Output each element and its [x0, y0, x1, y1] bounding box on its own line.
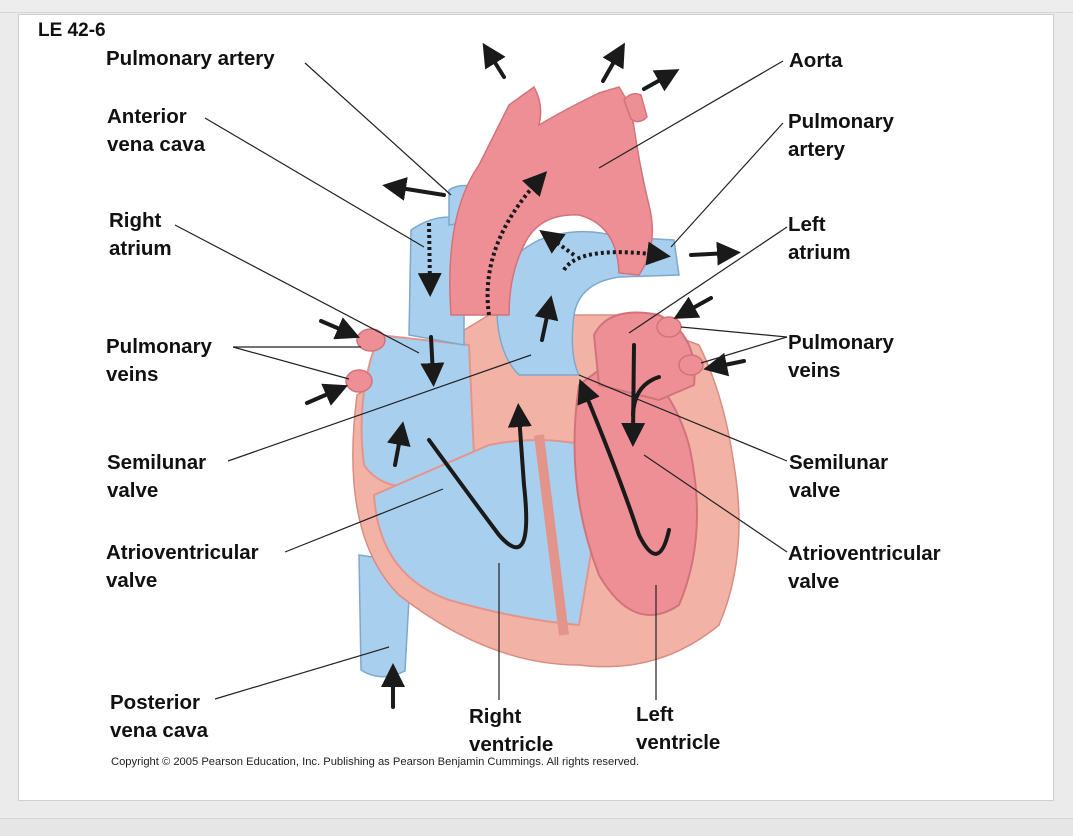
label-av-valve-right: Atrioventricular valve	[788, 542, 941, 593]
leader-aorta	[598, 60, 784, 169]
label-semilunar-valve-left: Semilunar valve	[107, 451, 207, 502]
pulmonary-vein-left-lower-shape	[345, 369, 373, 393]
copyright-notice: Copyright © 2005 Pearson Education, Inc.…	[111, 756, 640, 768]
pulmonary-vein-right-lower-shape	[678, 354, 704, 376]
label-left-atrium: Left atrium	[788, 213, 851, 264]
slide-id: LE 42-6	[38, 20, 106, 41]
flow-arrow-aorta-up-right	[642, 69, 680, 92]
flow-arrow-left-atrium-curve	[631, 375, 661, 417]
flow-arrow-right-ventricle-loop	[427, 403, 532, 550]
flow-arrow-aorta-up	[601, 42, 625, 83]
flow-arrow-right-atrium-small	[386, 421, 411, 467]
viewer-bottom-bar	[0, 818, 1073, 836]
leader-pulmonary-veins-right-a	[680, 326, 788, 338]
leader-av-right	[643, 454, 788, 553]
aorta-branch-shape	[623, 93, 648, 123]
dotted-flow-anterior-vena-cava	[417, 222, 442, 297]
label-pulmonary-veins-right: Pulmonary veins	[788, 331, 894, 382]
leader-pulmonary-veins-right-b	[700, 336, 788, 364]
flow-arrow-pulmonary-artery-out	[382, 177, 446, 201]
label-semilunar-valve-right: Semilunar valve	[789, 451, 889, 502]
viewer-top-bar	[0, 0, 1073, 13]
pulmonary-vein-right-upper-shape	[656, 316, 682, 338]
left-ventricle-shape	[573, 353, 698, 616]
label-av-valve-left: Atrioventricular valve	[106, 541, 259, 592]
dotted-flow-pulmonary-trunk	[562, 241, 671, 272]
leader-semilunar-right	[578, 374, 788, 462]
label-anterior-vena-cava: Anterior vena cava	[107, 105, 206, 156]
dotted-flow-pulmonary-trunk-left	[539, 229, 576, 257]
label-left-ventricle: Left ventricle	[636, 703, 721, 754]
leader-anterior-vena-cava	[204, 117, 425, 248]
flow-arrow-vein-left-lower-in	[305, 383, 349, 406]
label-right-atrium: Right atrium	[109, 209, 172, 260]
flow-arrow-vein-right-upper-in	[673, 296, 713, 319]
flow-arrow-semilunar-up	[534, 295, 559, 342]
leader-av-left	[284, 488, 444, 553]
septum-shape	[534, 434, 569, 636]
flow-arrow-pulmonary-artery-right-out	[689, 241, 741, 266]
flow-arrow-aorta-up-left	[482, 42, 506, 79]
label-pulmonary-veins-left: Pulmonary veins	[106, 335, 212, 386]
slide: LE 42-6	[18, 14, 1054, 801]
leader-posterior-vena-cava	[214, 646, 390, 700]
flow-arrow-vein-right-lower-in	[703, 352, 746, 377]
leader-right-atrium	[174, 224, 420, 354]
leader-semilunar-left	[227, 354, 532, 462]
label-pulmonary-artery-right: Pulmonary artery	[788, 110, 894, 161]
flow-arrow-left-ventricle-loop	[577, 378, 671, 556]
leader-left-atrium	[628, 226, 788, 334]
label-aorta: Aorta	[789, 49, 843, 72]
leader-pulmonary-veins-left-b	[232, 346, 350, 380]
heart-diagram	[174, 42, 788, 709]
flow-arrow-right-atrium-down	[420, 335, 445, 387]
flow-arrow-left-atrium-down	[621, 343, 646, 447]
label-right-ventricle: Right ventricle	[469, 705, 554, 756]
label-pulmonary-artery-left: Pulmonary artery	[106, 47, 275, 70]
pulmonary-vein-left-upper-shape	[356, 328, 386, 352]
leader-pulmonary-artery-left	[304, 62, 452, 196]
label-posterior-vena-cava: Posterior vena cava	[110, 691, 209, 742]
flow-arrow-vein-left-upper-in	[319, 317, 361, 340]
leader-pulmonary-artery-right	[670, 122, 784, 248]
